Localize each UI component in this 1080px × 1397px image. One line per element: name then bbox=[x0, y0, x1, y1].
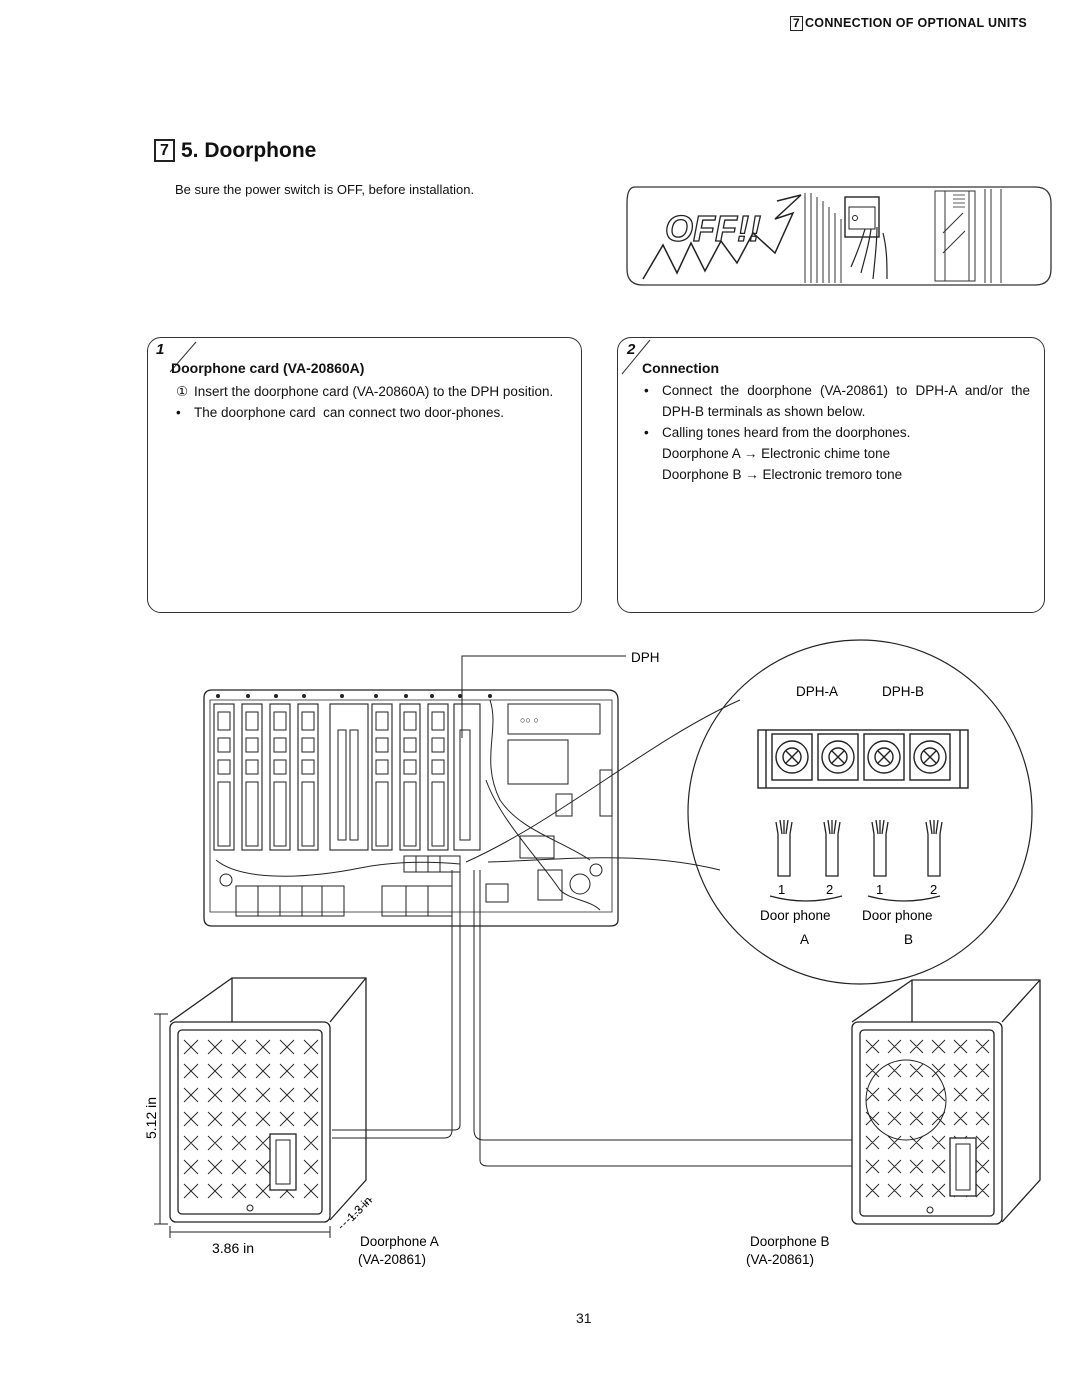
door-phone-b-letter: B bbox=[904, 932, 913, 947]
svg-text:○○ ○: ○○ ○ bbox=[520, 715, 539, 725]
step-1-corner-mark bbox=[169, 341, 197, 373]
step-1-marker-1: ① bbox=[176, 384, 189, 399]
step-2-marker-1: • bbox=[644, 383, 649, 398]
step-2-text-2: Calling tones heard from the doorphones. bbox=[662, 425, 911, 440]
door-phone-a-label: Door phone bbox=[760, 908, 831, 923]
terminal-block bbox=[757, 729, 969, 789]
tone-list: Doorphone A → Electronic chime tone Door… bbox=[644, 443, 1030, 485]
power-warning: Be sure the power switch is OFF, before … bbox=[175, 182, 475, 197]
page-title: 7 5. Doorphone bbox=[154, 139, 316, 163]
main-unit bbox=[203, 689, 619, 927]
tone-a: Doorphone A → Electronic chime tone bbox=[662, 446, 891, 461]
height-dimension: 5.12 in bbox=[143, 1097, 159, 1139]
step-2-panel: 2 Connection • Connect the doorphone (VA… bbox=[617, 337, 1045, 613]
step-1-body: ① Insert the doorphone card (VA-20860A) … bbox=[176, 381, 566, 423]
step-2-number: 2 bbox=[627, 341, 636, 358]
dph-a-label: DPH-A bbox=[796, 684, 838, 699]
step-2-item: • Calling tones heard from the doorphone… bbox=[644, 422, 1030, 443]
doorphone-a-model: (VA-20861) bbox=[358, 1252, 426, 1267]
step-2-corner-mark bbox=[621, 339, 651, 375]
section-number: 7 bbox=[790, 16, 803, 31]
dph-b-label: DPH-B bbox=[882, 684, 924, 699]
doorphone-b-model: (VA-20861) bbox=[746, 1252, 814, 1267]
step-1-marker-2: • bbox=[176, 405, 181, 420]
step-1-title: Doorphone card (VA-20860A) bbox=[171, 360, 365, 376]
wire-2-a: 2 bbox=[826, 882, 833, 897]
width-dimension: 3.86 in bbox=[212, 1240, 254, 1256]
step-1-item: • The doorphone card can connect two doo… bbox=[176, 402, 566, 423]
title-section-box: 7 bbox=[154, 139, 175, 162]
page-number: 31 bbox=[576, 1310, 592, 1326]
step-1-number: 1 bbox=[156, 341, 165, 358]
wire-1-a: 1 bbox=[778, 882, 785, 897]
step-2-text-1: Connect the doorphone (VA-20861) to DPH-… bbox=[662, 383, 1030, 419]
dph-label: DPH bbox=[631, 650, 660, 665]
wiring-diagram: DPH bbox=[143, 639, 1041, 1267]
wire-ends bbox=[769, 819, 943, 902]
doorphone-b-drawing bbox=[851, 979, 1041, 1225]
step-1-item: ① Insert the doorphone card (VA-20860A) … bbox=[176, 381, 566, 402]
terminal-zoom-circle bbox=[687, 639, 1033, 985]
step-2-marker-2: • bbox=[644, 425, 649, 440]
step-2-title: Connection bbox=[642, 360, 719, 376]
wire-2-b: 2 bbox=[930, 882, 937, 897]
doorphone-a-drawing bbox=[169, 977, 367, 1223]
step-2-body: • Connect the doorphone (VA-20861) to DP… bbox=[644, 380, 1030, 485]
doorphone-b-name: Doorphone B bbox=[750, 1234, 830, 1249]
step-1-text-2: The doorphone card can connect two door-… bbox=[194, 405, 504, 420]
doorphone-a-name: Doorphone A bbox=[360, 1234, 439, 1249]
depth-dimension: 1.3 in bbox=[344, 1193, 375, 1224]
step-1-panel: 1 Doorphone card (VA-20860A) ① Insert th… bbox=[147, 337, 582, 613]
door-phone-a-letter: A bbox=[800, 932, 809, 947]
door-phone-b-label: Door phone bbox=[862, 908, 933, 923]
step-1-text-1: Insert the doorphone card (VA-20860A) to… bbox=[194, 384, 554, 399]
power-switch-drawing: OFF!! bbox=[626, 186, 1052, 286]
section-header-title: CONNECTION OF OPTIONAL UNITS bbox=[804, 16, 1028, 30]
power-off-illustration: OFF!! bbox=[625, 183, 1053, 287]
off-text: OFF!! bbox=[665, 208, 761, 249]
tone-b: Doorphone B → Electronic tremoro tone bbox=[662, 467, 903, 482]
wire-1-b: 1 bbox=[876, 882, 883, 897]
title-text: 5. Doorphone bbox=[181, 139, 317, 162]
step-2-item: • Connect the doorphone (VA-20861) to DP… bbox=[644, 380, 1030, 422]
